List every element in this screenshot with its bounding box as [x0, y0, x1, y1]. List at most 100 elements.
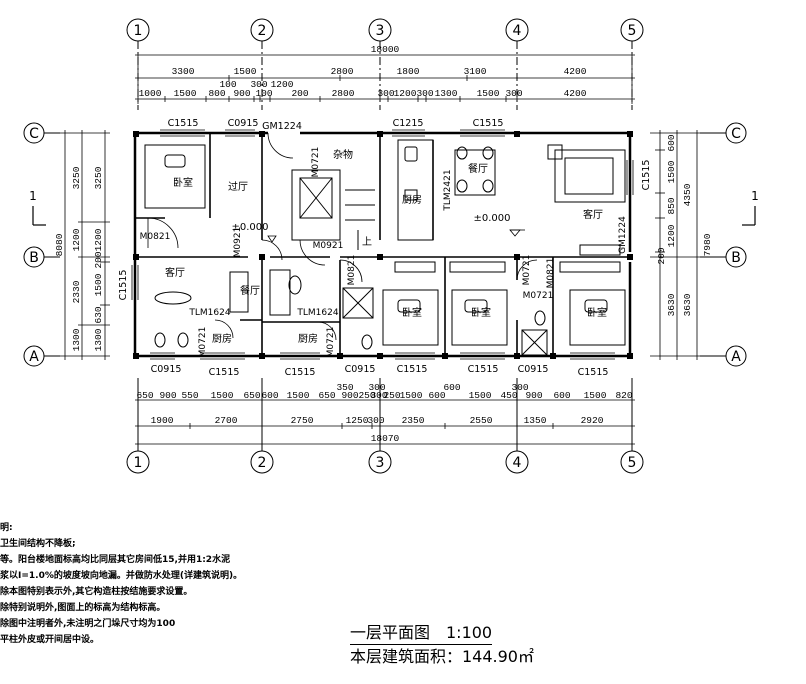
dim-bottom-row1: 450 — [500, 390, 517, 401]
dim-bottom-row1: 550 — [181, 390, 198, 401]
axis-label-left: B — [29, 250, 39, 266]
door-label: M0721 — [522, 255, 532, 286]
dim-top-row2: 1500 — [174, 88, 197, 99]
note-line: 除本图特别表示外,其它构造柱按结施要求设置。 — [0, 587, 193, 597]
axis-label-top: 1 — [134, 23, 143, 39]
dim-top-row2: 300 — [416, 88, 433, 99]
dim-bottom-row2: 2700 — [215, 415, 238, 426]
dim-bottom-row1: 1500 — [469, 390, 492, 401]
dim-top-row2: 1500 — [477, 88, 500, 99]
door-label: M0721 — [198, 327, 208, 358]
dim-right-inner: 850 — [666, 197, 677, 214]
section-mark-right — [742, 206, 756, 226]
dim-top-row2: 1300 — [435, 88, 458, 99]
axis-label-left: C — [29, 126, 39, 142]
dim-bottom-row1: 900 — [159, 390, 176, 401]
window-label: C1515 — [118, 270, 129, 301]
note-line: 除图中注明者外,未注明之门垛尺寸均为100 — [0, 619, 176, 629]
dim-bottom-row1: 1500 — [400, 390, 423, 401]
door-label: M0721 — [326, 327, 336, 358]
dim-right-inner: 200 — [656, 247, 667, 264]
dim-right-inner: 1200 — [666, 224, 677, 247]
dim-top-row2: 200 — [291, 88, 308, 99]
window-label: C1515 — [397, 364, 428, 375]
room-label-living: 客厅 — [583, 208, 603, 221]
dim-left-outer: 2330 — [71, 280, 82, 303]
drawing-title-block: 一层平面图 1:100 本层建筑面积：144.90㎡ — [350, 623, 534, 667]
dim-bottom-row2: 300 — [367, 415, 384, 426]
dim-left-inner: 1200 — [93, 228, 104, 251]
axis-markers-right — [700, 122, 747, 367]
note-line: 明: — [0, 523, 13, 533]
dim-top-row1: 1500 — [234, 66, 257, 77]
dim-top-mid: 1200 — [271, 79, 294, 90]
room-label-bedroom: 卧室 — [587, 306, 607, 319]
elevation-triangles — [267, 229, 521, 243]
dim-bottom-row1: 1500 — [287, 390, 310, 401]
dim-bottom-row1: 650 — [136, 390, 153, 401]
dim-top-row2: 4200 — [564, 88, 587, 99]
dim-bottom-mid: 600 — [443, 382, 460, 393]
exterior-walls — [133, 131, 632, 358]
bathroom-fixtures — [154, 269, 548, 356]
dim-left-inner: 630 — [93, 306, 104, 323]
drawing-title: 一层平面图 1:100 — [350, 623, 493, 645]
dim-top-row2: 800 — [208, 88, 225, 99]
window-label: C1515 — [468, 364, 499, 375]
dimension-lines-bottom — [135, 393, 635, 448]
interior-walls — [135, 133, 630, 356]
axis-label-top: 3 — [376, 23, 385, 39]
room-label-kitchen: 厨房 — [402, 193, 422, 206]
dim-bottom-row2: 2350 — [402, 415, 425, 426]
door-label: TLM2421 — [443, 169, 453, 211]
dim-left-inner: 3250 — [93, 166, 104, 189]
axis-markers-left — [23, 122, 60, 367]
door-label: M0921 — [313, 241, 344, 251]
window-label: C1515 — [578, 367, 609, 378]
axis-label-bottom: 3 — [376, 455, 385, 471]
dim-bottom-row1: 250 — [358, 390, 375, 401]
window-label: C1515 — [641, 160, 652, 191]
room-label-dining: 餐厅 — [468, 162, 488, 175]
room-label-living: 客厅 — [165, 266, 185, 279]
dim-top-row2: 2800 — [332, 88, 355, 99]
axis-label-left: A — [29, 349, 39, 365]
dim-bottom-row1: 650 — [243, 390, 260, 401]
room-label-bedroom: 卧室 — [402, 306, 422, 319]
dim-bottom-mid: 300 — [511, 382, 528, 393]
axis-label-bottom: 5 — [628, 455, 637, 471]
dim-top-row2: 300 — [505, 88, 522, 99]
dim-top-row2: 1200 — [394, 88, 417, 99]
door-label: M0821 — [347, 255, 357, 286]
design-notes: 明: 卫生间结构不降板; 等。阳台楼地面标高均比同层其它房间低15,并用1:2水… — [0, 520, 242, 648]
room-label-dining: 餐厅 — [240, 284, 260, 297]
dimension-lines-left — [60, 130, 110, 360]
dim-bottom-row1: 900 — [525, 390, 542, 401]
dim-bottom-row2: 1350 — [524, 415, 547, 426]
dim-top-row1: 2800 — [331, 66, 354, 77]
door-label: M0921 — [233, 227, 243, 258]
dim-bottom-mid: 350 — [336, 382, 353, 393]
dim-right-outer: 3630 — [682, 293, 693, 316]
dim-bottom-row2: 2920 — [581, 415, 604, 426]
stair-up-label: 上 — [362, 236, 372, 248]
dim-bottom-row1: 820 — [615, 390, 632, 401]
room-label-hall: 过厅 — [228, 180, 248, 193]
note-line: 除特别说明外,图面上的标高为结构标高。 — [0, 603, 166, 613]
sofa-set — [547, 144, 626, 256]
axis-label-bottom: 1 — [134, 455, 143, 471]
dim-bottom-row1: 300 — [370, 390, 387, 401]
dim-bottom-row1: 650 — [318, 390, 335, 401]
dim-right-inner: 1500 — [666, 160, 677, 183]
window-label: C1215 — [393, 118, 424, 129]
dim-total-top: 18000 — [371, 44, 400, 55]
dim-bottom-row1: 1500 — [211, 390, 234, 401]
window-label: C0915 — [228, 118, 259, 129]
structural-columns — [133, 131, 633, 359]
door-label: M0721 — [311, 147, 321, 178]
axis-label-right: C — [731, 126, 741, 142]
door-label: M0721 — [523, 291, 554, 301]
room-label-storage: 杂物 — [333, 148, 353, 161]
section-mark-left — [32, 206, 46, 226]
